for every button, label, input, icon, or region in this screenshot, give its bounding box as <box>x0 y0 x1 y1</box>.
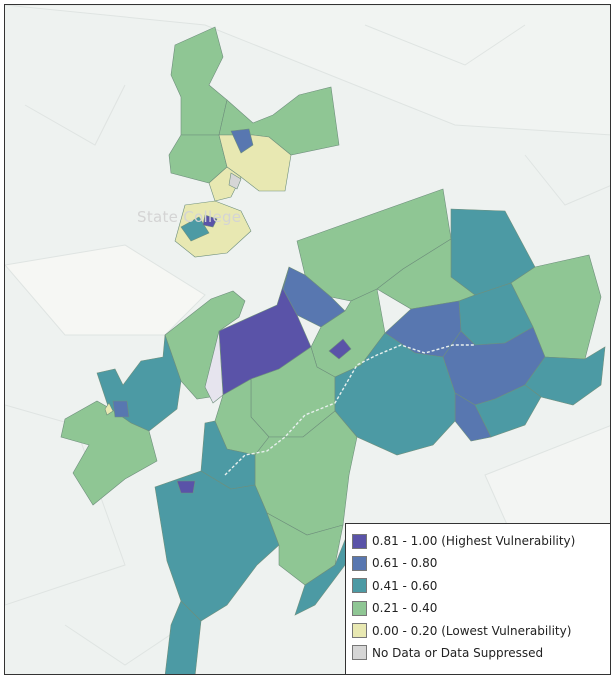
legend-swatch <box>352 533 367 549</box>
legend-label: 0.41 - 0.60 <box>372 578 438 593</box>
legend-item: 0.61 - 0.80 <box>352 553 610 573</box>
choropleth-map[interactable]: State College 0.81 - 1.00 (Highest Vulne… <box>4 4 611 675</box>
tract <box>180 216 210 242</box>
tract <box>170 26 228 136</box>
legend-swatch <box>352 600 367 616</box>
region-state-college <box>168 26 340 258</box>
legend-item: 0.00 - 0.20 (Lowest Vulnerability) <box>352 621 610 641</box>
legend-item: 0.41 - 0.60 <box>352 576 610 596</box>
tract <box>204 330 224 404</box>
region-western-lobe <box>60 334 182 506</box>
legend-swatch <box>352 555 367 571</box>
tract <box>104 402 114 416</box>
tract <box>176 480 196 494</box>
legend-swatch <box>352 645 367 661</box>
legend-label: No Data or Data Suppressed <box>372 645 544 660</box>
legend-swatch <box>352 578 367 594</box>
legend-label: 0.61 - 0.80 <box>372 556 438 571</box>
tract <box>230 128 254 154</box>
tract <box>228 172 242 190</box>
tract <box>328 338 352 360</box>
tract <box>202 214 218 228</box>
region-main-valley <box>154 188 606 674</box>
legend-item: No Data or Data Suppressed <box>352 643 610 663</box>
legend-item: 0.21 - 0.40 <box>352 598 610 618</box>
tract <box>164 600 202 674</box>
legend-label: 0.81 - 1.00 (Highest Vulnerability) <box>372 534 576 548</box>
legend-item: 0.81 - 1.00 (Highest Vulnerability) <box>352 531 610 551</box>
legend-label: 0.00 - 0.20 (Lowest Vulnerability) <box>372 623 572 638</box>
river-line <box>224 344 475 476</box>
tract <box>154 470 280 622</box>
tract <box>174 200 252 258</box>
map-legend: 0.81 - 1.00 (Highest Vulnerability) 0.61 … <box>345 523 610 674</box>
legend-swatch <box>352 623 367 639</box>
legend-label: 0.21 - 0.40 <box>372 601 438 616</box>
tract <box>164 290 246 400</box>
tract <box>112 400 130 418</box>
